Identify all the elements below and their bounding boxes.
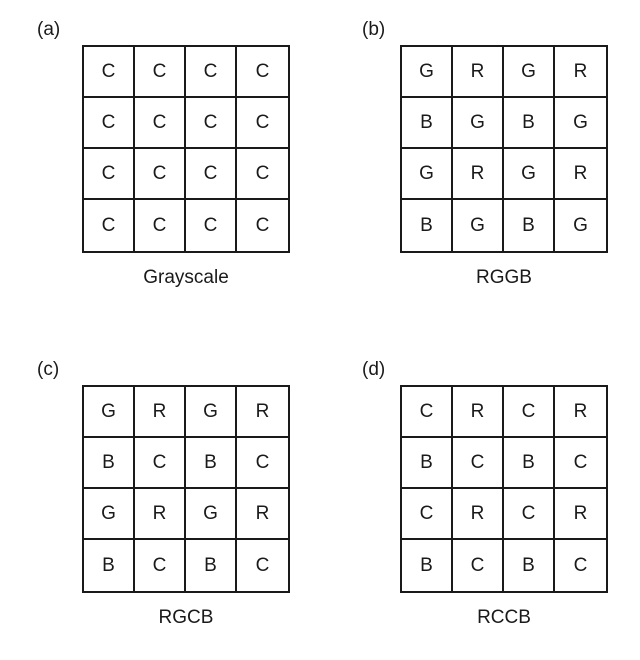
filter-cell: R — [135, 489, 186, 540]
filter-cell: C — [135, 438, 186, 489]
filter-cell: B — [504, 98, 555, 149]
filter-cell: C — [237, 47, 288, 98]
filter-cell: R — [555, 489, 606, 540]
filter-cell: G — [186, 387, 237, 438]
filter-cell: C — [84, 149, 135, 200]
filter-cell: C — [186, 200, 237, 251]
filter-grid: CRCRBCBCCRCRBCBC — [400, 385, 608, 593]
filter-cell: G — [402, 47, 453, 98]
filter-cell: C — [453, 540, 504, 591]
filter-cell: R — [237, 387, 288, 438]
filter-cell: C — [237, 200, 288, 251]
filter-cell: B — [84, 438, 135, 489]
filter-cell: R — [555, 387, 606, 438]
filter-cell: R — [453, 387, 504, 438]
panel-b: (b) GRGRBGBGGRGRBGBG RGGB — [320, 0, 640, 320]
filter-cell: G — [504, 149, 555, 200]
filter-cell: G — [84, 489, 135, 540]
filter-cell: C — [135, 47, 186, 98]
filter-cell: B — [402, 540, 453, 591]
panel-caption: RCCB — [400, 608, 608, 627]
panel-letter: (a) — [37, 20, 60, 39]
filter-cell: B — [402, 98, 453, 149]
filter-cell: C — [84, 47, 135, 98]
filter-cell: R — [237, 489, 288, 540]
filter-grid: CCCCCCCCCCCCCCCC — [82, 45, 290, 253]
panel-d: (d) CRCRBCBCCRCRBCBC RCCB — [320, 340, 640, 660]
filter-cell: R — [453, 489, 504, 540]
filter-cell: B — [504, 540, 555, 591]
panel-c: (c) GRGRBCBCGRGRBCBC RGCB — [0, 340, 320, 660]
filter-cell: C — [135, 98, 186, 149]
filter-cell: G — [84, 387, 135, 438]
filter-cell: C — [84, 98, 135, 149]
panel-letter: (b) — [362, 20, 385, 39]
filter-cell: G — [453, 200, 504, 251]
filter-cell: C — [186, 149, 237, 200]
filter-cell: C — [84, 200, 135, 251]
filter-cell: C — [135, 200, 186, 251]
filter-cell: C — [237, 540, 288, 591]
filter-cell: R — [135, 387, 186, 438]
filter-cell: G — [504, 47, 555, 98]
filter-cell: C — [237, 438, 288, 489]
filter-cell: C — [237, 98, 288, 149]
filter-cell: C — [186, 47, 237, 98]
filter-cell: B — [402, 200, 453, 251]
filter-cell: C — [504, 489, 555, 540]
filter-cell: C — [402, 489, 453, 540]
filter-cell: B — [186, 438, 237, 489]
panel-letter: (c) — [37, 360, 59, 379]
filter-cell: G — [453, 98, 504, 149]
filter-cell: B — [504, 200, 555, 251]
filter-cell: B — [84, 540, 135, 591]
filter-cell: R — [555, 149, 606, 200]
filter-cell: G — [555, 98, 606, 149]
filter-cell: G — [402, 149, 453, 200]
filter-cell: C — [555, 438, 606, 489]
filter-cell: R — [453, 47, 504, 98]
filter-cell: G — [555, 200, 606, 251]
filter-cell: C — [135, 149, 186, 200]
filter-cell: C — [555, 540, 606, 591]
filter-grid: GRGRBCBCGRGRBCBC — [82, 385, 290, 593]
panel-caption: RGGB — [400, 268, 608, 287]
filter-cell: B — [504, 438, 555, 489]
filter-cell: R — [453, 149, 504, 200]
filter-grid: GRGRBGBGGRGRBGBG — [400, 45, 608, 253]
panel-caption: RGCB — [82, 608, 290, 627]
filter-cell: B — [402, 438, 453, 489]
filter-cell: C — [402, 387, 453, 438]
filter-cell: C — [504, 387, 555, 438]
panel-caption: Grayscale — [82, 268, 290, 287]
filter-cell: B — [186, 540, 237, 591]
filter-cell: R — [555, 47, 606, 98]
filter-cell: C — [135, 540, 186, 591]
panel-letter: (d) — [362, 360, 385, 379]
panel-a: (a) CCCCCCCCCCCCCCCC Grayscale — [0, 0, 320, 320]
filter-cell: G — [186, 489, 237, 540]
filter-cell: C — [453, 438, 504, 489]
filter-cell: C — [186, 98, 237, 149]
filter-cell: C — [237, 149, 288, 200]
